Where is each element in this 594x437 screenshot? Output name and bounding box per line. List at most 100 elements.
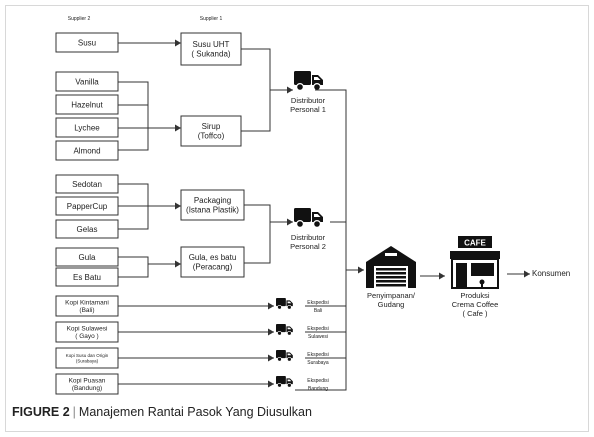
warehouse-label-2: Gudang bbox=[378, 300, 405, 309]
coffee-supplier-box-3-label-2: (Surabaya) bbox=[76, 358, 99, 363]
warehouse-door-slat bbox=[376, 272, 406, 275]
coffee-supplier-box-2-label-2: ( Gayo ) bbox=[75, 333, 98, 340]
coffee-supplier-box-3-label-1: Kopi Susu dan Origin bbox=[66, 353, 109, 358]
warehouse-door-slat bbox=[376, 280, 406, 283]
expedition-3-truck-icon-wheel-rear bbox=[277, 356, 282, 362]
expedition-1-truck-icon-wheel-rear bbox=[277, 304, 282, 310]
cafe-door bbox=[456, 263, 467, 288]
warehouse-door-slat bbox=[376, 268, 406, 271]
expedition-4-truck-icon-window bbox=[287, 379, 292, 382]
expedition-3-truck-icon-window bbox=[287, 353, 292, 356]
distributor-1-label-1: Distributor bbox=[291, 96, 326, 105]
caption-label: FIGURE 2 bbox=[12, 405, 70, 419]
warehouse-door-slat bbox=[376, 284, 406, 287]
distributor-1-truck-icon-wheel-front bbox=[313, 83, 322, 92]
arrow-coffee-1-head bbox=[268, 302, 274, 310]
warehouse-icon bbox=[366, 246, 416, 288]
cafe-sign bbox=[458, 236, 492, 248]
supplier2-box-6-label: Sedotan bbox=[72, 180, 102, 189]
expedition-3-truck-icon-cargo bbox=[276, 350, 286, 359]
expedition-3-label-1: Ekspedisi bbox=[307, 352, 328, 358]
arrow-to-gula-es-batu-head bbox=[175, 260, 181, 268]
arrow-to-consumer-head bbox=[524, 270, 530, 278]
supplier1-box-gula-es-batu-label-1: Gula, es batu bbox=[189, 253, 237, 262]
coffee-supplier-box-1-label-1: Kopi Kintamani bbox=[65, 299, 109, 306]
expedition-3-label-2: Surabaya bbox=[307, 360, 329, 366]
expedition-2-label-1: Ekspedisi bbox=[307, 326, 328, 332]
expedition-2-truck-icon-wheel-front bbox=[287, 330, 292, 336]
cafe-icon: CAFE bbox=[450, 236, 500, 289]
distributor-2-truck-icon-cargo bbox=[294, 208, 311, 222]
supplier1-box-packaging-label-2: (Istana Plastik) bbox=[186, 206, 239, 215]
connector-g1-suppliers bbox=[241, 48, 271, 132]
supplier1-box-packaging-label-1: Packaging bbox=[194, 196, 231, 205]
distributor-1-truck-icon-cargo bbox=[294, 71, 311, 85]
expedition-4-label-2: Bandung bbox=[308, 386, 328, 392]
expedition-4-truck-icon bbox=[276, 376, 293, 388]
supplier2-box-10-label: Es Batu bbox=[73, 273, 101, 282]
header-supplier-2: Supplier 2 bbox=[68, 16, 91, 22]
distributor-2-truck-icon-wheel-front bbox=[313, 220, 322, 229]
connector-sirup-inputs bbox=[118, 81, 149, 151]
arrow-to-cafe-head bbox=[439, 272, 445, 280]
connector-g2-suppliers bbox=[244, 204, 271, 264]
expedition-1-truck-icon bbox=[276, 298, 293, 310]
arrow-coffee-2-head bbox=[268, 328, 274, 336]
distributor-1-truck-icon-window bbox=[314, 77, 321, 80]
cafe-label-3: ( Cafe ) bbox=[462, 309, 488, 318]
cafe-label-2: Crema Coffee bbox=[452, 300, 499, 309]
distributor-2-label-1: Distributor bbox=[291, 233, 326, 242]
figure-caption: FIGURE 2|Manajemen Rantai Pasok Yang Diu… bbox=[12, 405, 312, 419]
supplier2-box-1-label: Susu bbox=[78, 38, 96, 47]
supplier1-box-sirup-label-1: Sirup bbox=[202, 122, 221, 131]
supplier2-box-3-label: Hazelnut bbox=[71, 100, 103, 109]
warehouse-door-slat bbox=[376, 276, 406, 279]
expedition-4-label-1: Ekspedisi bbox=[307, 378, 328, 384]
cafe-sign-text: CAFE bbox=[464, 239, 486, 248]
cafe-label-1: Produksi bbox=[460, 291, 490, 300]
consumer-label: Konsumen bbox=[532, 269, 570, 278]
arrow-to-distributor-2-head bbox=[287, 218, 293, 226]
coffee-supplier-box-4-label-1: Kopi Puasan bbox=[69, 377, 106, 384]
arrow-to-packaging-head bbox=[175, 202, 181, 210]
coffee-supplier-box-2-label-1: Kopi Sulawesi bbox=[67, 325, 108, 332]
supplier2-box-8-label: Gelas bbox=[77, 225, 98, 234]
supplier1-box-susu-uht-label-2: ( Sukanda) bbox=[191, 50, 230, 59]
cafe-table-leg bbox=[481, 282, 483, 288]
distributor-2-truck-icon bbox=[294, 208, 323, 229]
coffee-supplier-box-4-label-2: (Bandung) bbox=[72, 385, 102, 392]
expedition-2-truck-icon-wheel-rear bbox=[277, 330, 282, 336]
supplier1-box-gula-es-batu-label-2: (Peracang) bbox=[193, 263, 233, 272]
supplier1-box-gula-es-batu bbox=[180, 246, 245, 278]
supplier2-box-9-label: Gula bbox=[79, 253, 96, 262]
expedition-1-truck-icon-cargo bbox=[276, 298, 286, 307]
supplier1-box-packaging bbox=[180, 189, 245, 221]
arrow-susu-to-uht-head bbox=[175, 39, 181, 47]
distributor-1-truck-icon bbox=[294, 71, 323, 92]
arrow-coffee-4-head bbox=[268, 380, 274, 388]
supplier2-box-7-label: PapperCup bbox=[67, 202, 108, 211]
header-supplier-1: Supplier 1 bbox=[200, 16, 223, 22]
cafe-window bbox=[471, 263, 494, 276]
expedition-4-truck-icon-wheel-front bbox=[287, 382, 292, 388]
expedition-1-truck-icon-wheel-front bbox=[287, 304, 292, 310]
caption-separator: | bbox=[72, 405, 76, 419]
arrow-coffee-3-head bbox=[268, 354, 274, 362]
expedition-3-truck-icon-wheel-front bbox=[287, 356, 292, 362]
caption-text: Manajemen Rantai Pasok Yang Diusulkan bbox=[78, 405, 312, 419]
arrow-to-distributor-1-head bbox=[287, 86, 293, 94]
expedition-2-label-2: Sulawesi bbox=[308, 334, 328, 340]
warehouse-vent bbox=[385, 253, 397, 256]
coffee-supplier-box-1-label-2: (Bali) bbox=[79, 307, 94, 314]
expedition-2-truck-icon-cargo bbox=[276, 324, 286, 333]
expedition-4-truck-icon-cargo bbox=[276, 376, 286, 385]
arrow-to-warehouse-head bbox=[358, 266, 364, 274]
supplier1-box-sirup bbox=[180, 115, 242, 147]
warehouse-label-1: Penyimpanan/ bbox=[367, 291, 416, 300]
connector-gula-inputs bbox=[118, 256, 149, 278]
supplier2-box-4-label: Lychee bbox=[74, 123, 100, 132]
expedition-1-truck-icon-window bbox=[287, 301, 292, 304]
expedition-2-truck-icon-window bbox=[287, 327, 292, 330]
supplier2-box-5-label: Almond bbox=[73, 146, 100, 155]
